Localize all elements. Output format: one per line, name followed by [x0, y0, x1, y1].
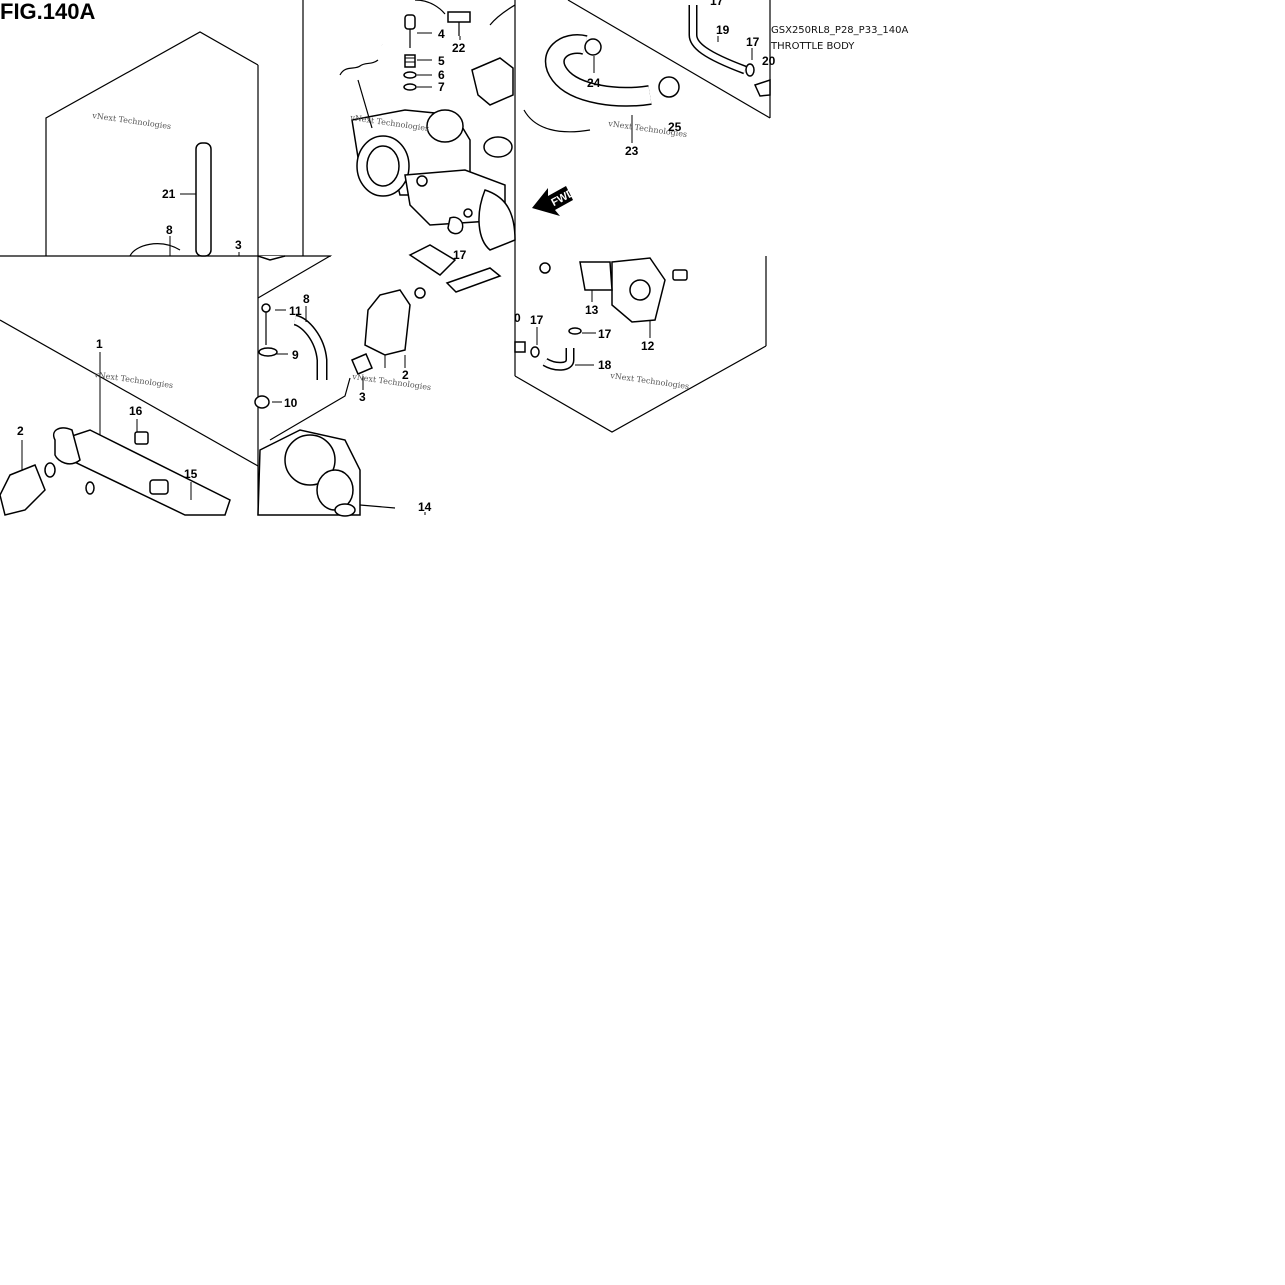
watermark-text: vNext Technologies — [93, 370, 174, 390]
callout-label: 13 — [585, 303, 599, 317]
callout-label: 17 — [530, 313, 544, 327]
callout-labels: 4 5 6 7 22 19 17 17 20 24 25 23 21 8 3 1… — [17, 0, 776, 514]
callout-label: 1 — [96, 337, 103, 351]
figure-code: GSX250RL8_P28_P33_140A — [771, 25, 909, 36]
callout-label: 6 — [438, 68, 445, 82]
callout-label: 14 — [418, 500, 432, 514]
hose-group-lower-right — [514, 257, 688, 371]
callout-label: 18 — [598, 358, 612, 372]
watermark-text: vNext Technologies — [91, 111, 172, 131]
callout-label: 21 — [162, 187, 176, 201]
left-upper-parts — [129, 142, 286, 261]
callout-label: 23 — [625, 144, 639, 158]
callout-label: 7 — [438, 80, 445, 94]
callout-label: 15 — [184, 467, 198, 481]
callout-label: 16 — [129, 404, 143, 418]
callout-label: 2 — [402, 368, 409, 382]
throttle-body-assembly — [339, 0, 516, 293]
callout-label: 4 — [438, 27, 445, 41]
callout-label: 3 — [235, 238, 242, 252]
hose-group-upper-right — [523, 5, 771, 133]
panel-frames — [0, 0, 771, 515]
watermark-text: vNext Technologies — [609, 371, 690, 391]
callout-label: 19 — [716, 23, 730, 37]
callout-label: 9 — [292, 348, 299, 362]
callout-label: 17 — [453, 248, 467, 262]
callout-label: 8 — [303, 292, 310, 306]
fuel-rail-group — [0, 427, 231, 516]
fwd-label: FWD — [549, 187, 577, 209]
callout-label: 0 — [514, 311, 521, 325]
callout-label: 11 — [289, 304, 302, 318]
callout-label: 3 — [359, 390, 366, 404]
figure-name: THROTTLE BODY — [770, 41, 855, 52]
callout-label: 24 — [587, 76, 601, 90]
callout-label: 8 — [166, 223, 173, 237]
callout-label: 17 — [710, 0, 724, 8]
callout-label: 25 — [668, 120, 682, 134]
injector-group — [254, 287, 426, 517]
callout-label: 2 — [17, 424, 24, 438]
callout-label: 10 — [284, 396, 298, 410]
forward-direction-arrow: FWD — [532, 186, 577, 216]
figure-title: FIG.140A — [0, 0, 95, 24]
callout-label: 17 — [598, 327, 612, 341]
callout-label: 20 — [762, 54, 776, 68]
leader-lines — [21, 32, 753, 515]
callout-label: 17 — [746, 35, 760, 49]
callout-label: 22 — [452, 41, 466, 55]
callout-label: 12 — [641, 339, 655, 353]
callout-label: 5 — [438, 54, 445, 68]
